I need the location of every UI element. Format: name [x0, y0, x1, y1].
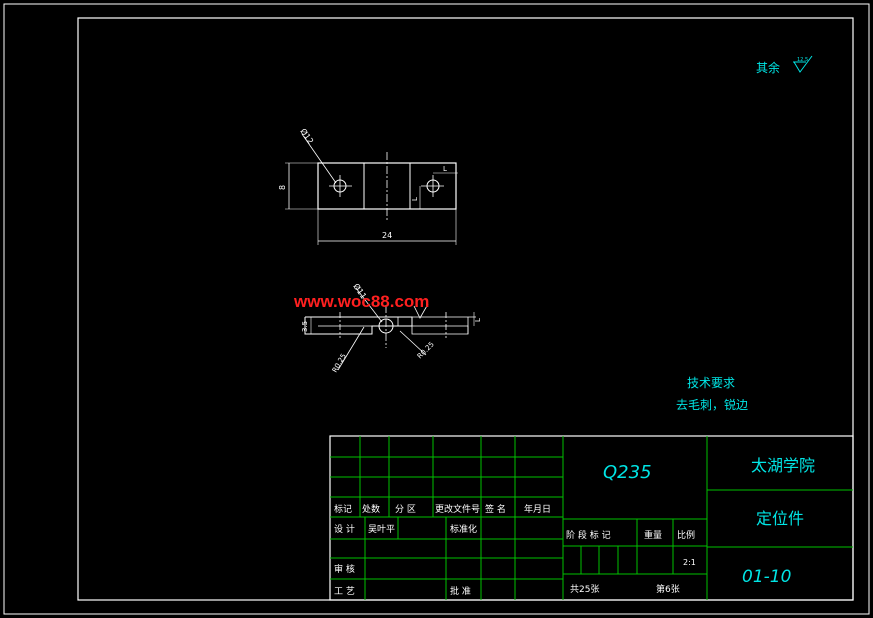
roughness-symbol-icon	[793, 55, 813, 73]
top-right-dim: L	[443, 165, 447, 173]
sheet-number: 第6张	[656, 583, 680, 595]
side-radius-right: R0.25	[416, 340, 436, 360]
top-width-dim: 24	[382, 231, 392, 240]
top-view-hole-right	[426, 179, 440, 193]
side-radius-left: R0.25	[331, 352, 348, 374]
side-view-outline-left	[304, 316, 413, 335]
process-label: 工 艺	[334, 586, 355, 597]
header-zone: 分 区	[395, 504, 416, 515]
surface-note-label: 其余	[756, 60, 780, 75]
school-name: 太湖学院	[751, 456, 815, 475]
drawing-number: 01-10	[742, 567, 791, 587]
top-hole-dim: Ø12	[298, 126, 316, 145]
diameter-leader	[355, 287, 383, 323]
header-count: 处数	[362, 503, 380, 515]
header-sign: 签 名	[485, 503, 506, 515]
watermark: www.woc88.com	[293, 292, 429, 311]
scale-label: 比例	[677, 529, 695, 541]
tech-req-line: 去毛刺，锐边	[676, 398, 748, 412]
material: Q235	[603, 462, 652, 483]
radius-leader	[399, 330, 427, 356]
header-date: 年月日	[524, 503, 551, 515]
part-name: 定位件	[756, 509, 804, 528]
total-sheets: 共25张	[570, 584, 599, 595]
radius-leader	[337, 326, 365, 371]
top-side-dim: L	[411, 197, 419, 201]
designer-name: 吴叶平	[368, 524, 395, 535]
roughness-mark-icon	[413, 303, 429, 319]
top-view-hole-left	[333, 179, 347, 193]
title-block-border	[329, 435, 854, 601]
review-label: 审 核	[334, 563, 355, 575]
top-height-dim: 8	[278, 185, 287, 190]
title-block: 标记 处数 分 区 更改文件号 签 名 年月日 设 计 吴叶平 标准化 审 核 …	[329, 435, 854, 601]
weight-label: 重量	[644, 529, 662, 541]
scale-value: 2:1	[683, 558, 696, 567]
approve-label: 批 准	[450, 585, 471, 597]
side-thickness-dim: 3.5	[301, 321, 309, 332]
tech-req-title: 技术要求	[687, 376, 735, 390]
top-view: Ø12 8 24 L L	[278, 126, 458, 245]
outer-frame	[3, 3, 870, 615]
surface-note-value: 12.5	[797, 57, 808, 63]
stage-label: 阶 段 标 记	[566, 529, 611, 541]
side-right-dim: L	[474, 318, 482, 322]
header-change-doc: 更改文件号	[435, 503, 480, 515]
diameter-leader	[301, 133, 337, 184]
standard-label: 标准化	[450, 523, 477, 535]
revision-grid	[330, 436, 853, 600]
header-mark: 标记	[334, 503, 352, 515]
design-label: 设 计	[334, 523, 355, 535]
